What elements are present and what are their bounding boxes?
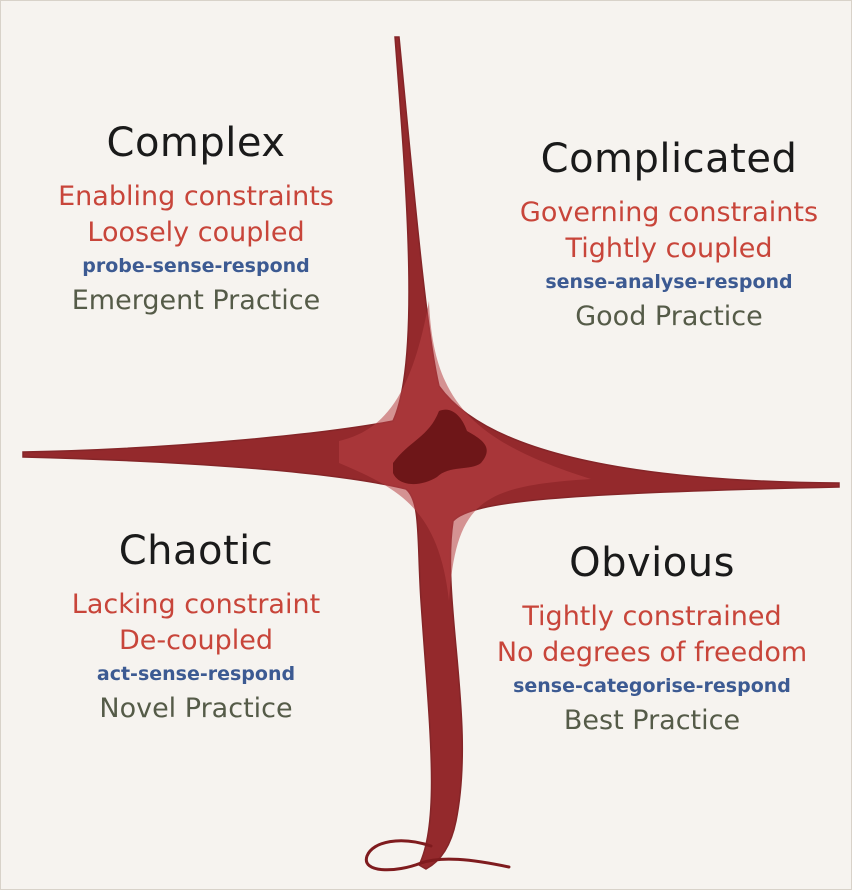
quadrant-obvious: Obvious Tightly constrained No degrees o… [471,541,833,739]
complex-practice: Emergent Practice [71,284,321,316]
bottom-loop [364,839,511,872]
complex-coupling: Loosely coupled [87,216,305,248]
chaotic-practice: Novel Practice [99,692,293,724]
obvious-practice: Best Practice [563,704,741,736]
chaotic-method: act-sense-respond [96,663,296,686]
obvious-constraint: Tightly constrained [522,601,782,632]
complicated-practice: Good Practice [575,300,763,332]
quadrant-complicated: Complicated Governing constraints Tightl… [499,137,839,335]
complicated-coupling: Tightly coupled [565,232,773,264]
complex-method: probe-sense-respond [82,255,310,278]
chaotic-title: Chaotic [118,528,274,574]
chaotic-coupling: De-coupled [118,624,273,656]
obvious-method: sense-categorise-respond [513,675,791,698]
complicated-method: sense-analyse-respond [545,271,793,294]
complicated-constraint: Governing constraints [519,197,819,228]
obvious-title: Obvious [569,540,735,586]
obvious-coupling: No degrees of freedom [496,636,808,668]
quadrant-chaotic: Chaotic Lacking constraint De-coupled ac… [41,529,351,727]
quadrant-complex: Complex Enabling constraints Loosely cou… [41,121,351,319]
complicated-title: Complicated [540,136,798,182]
complex-title: Complex [106,120,286,166]
complex-constraint: Enabling constraints [58,181,334,212]
center-disorder [393,409,487,485]
chaotic-constraint: Lacking constraint [71,589,321,620]
